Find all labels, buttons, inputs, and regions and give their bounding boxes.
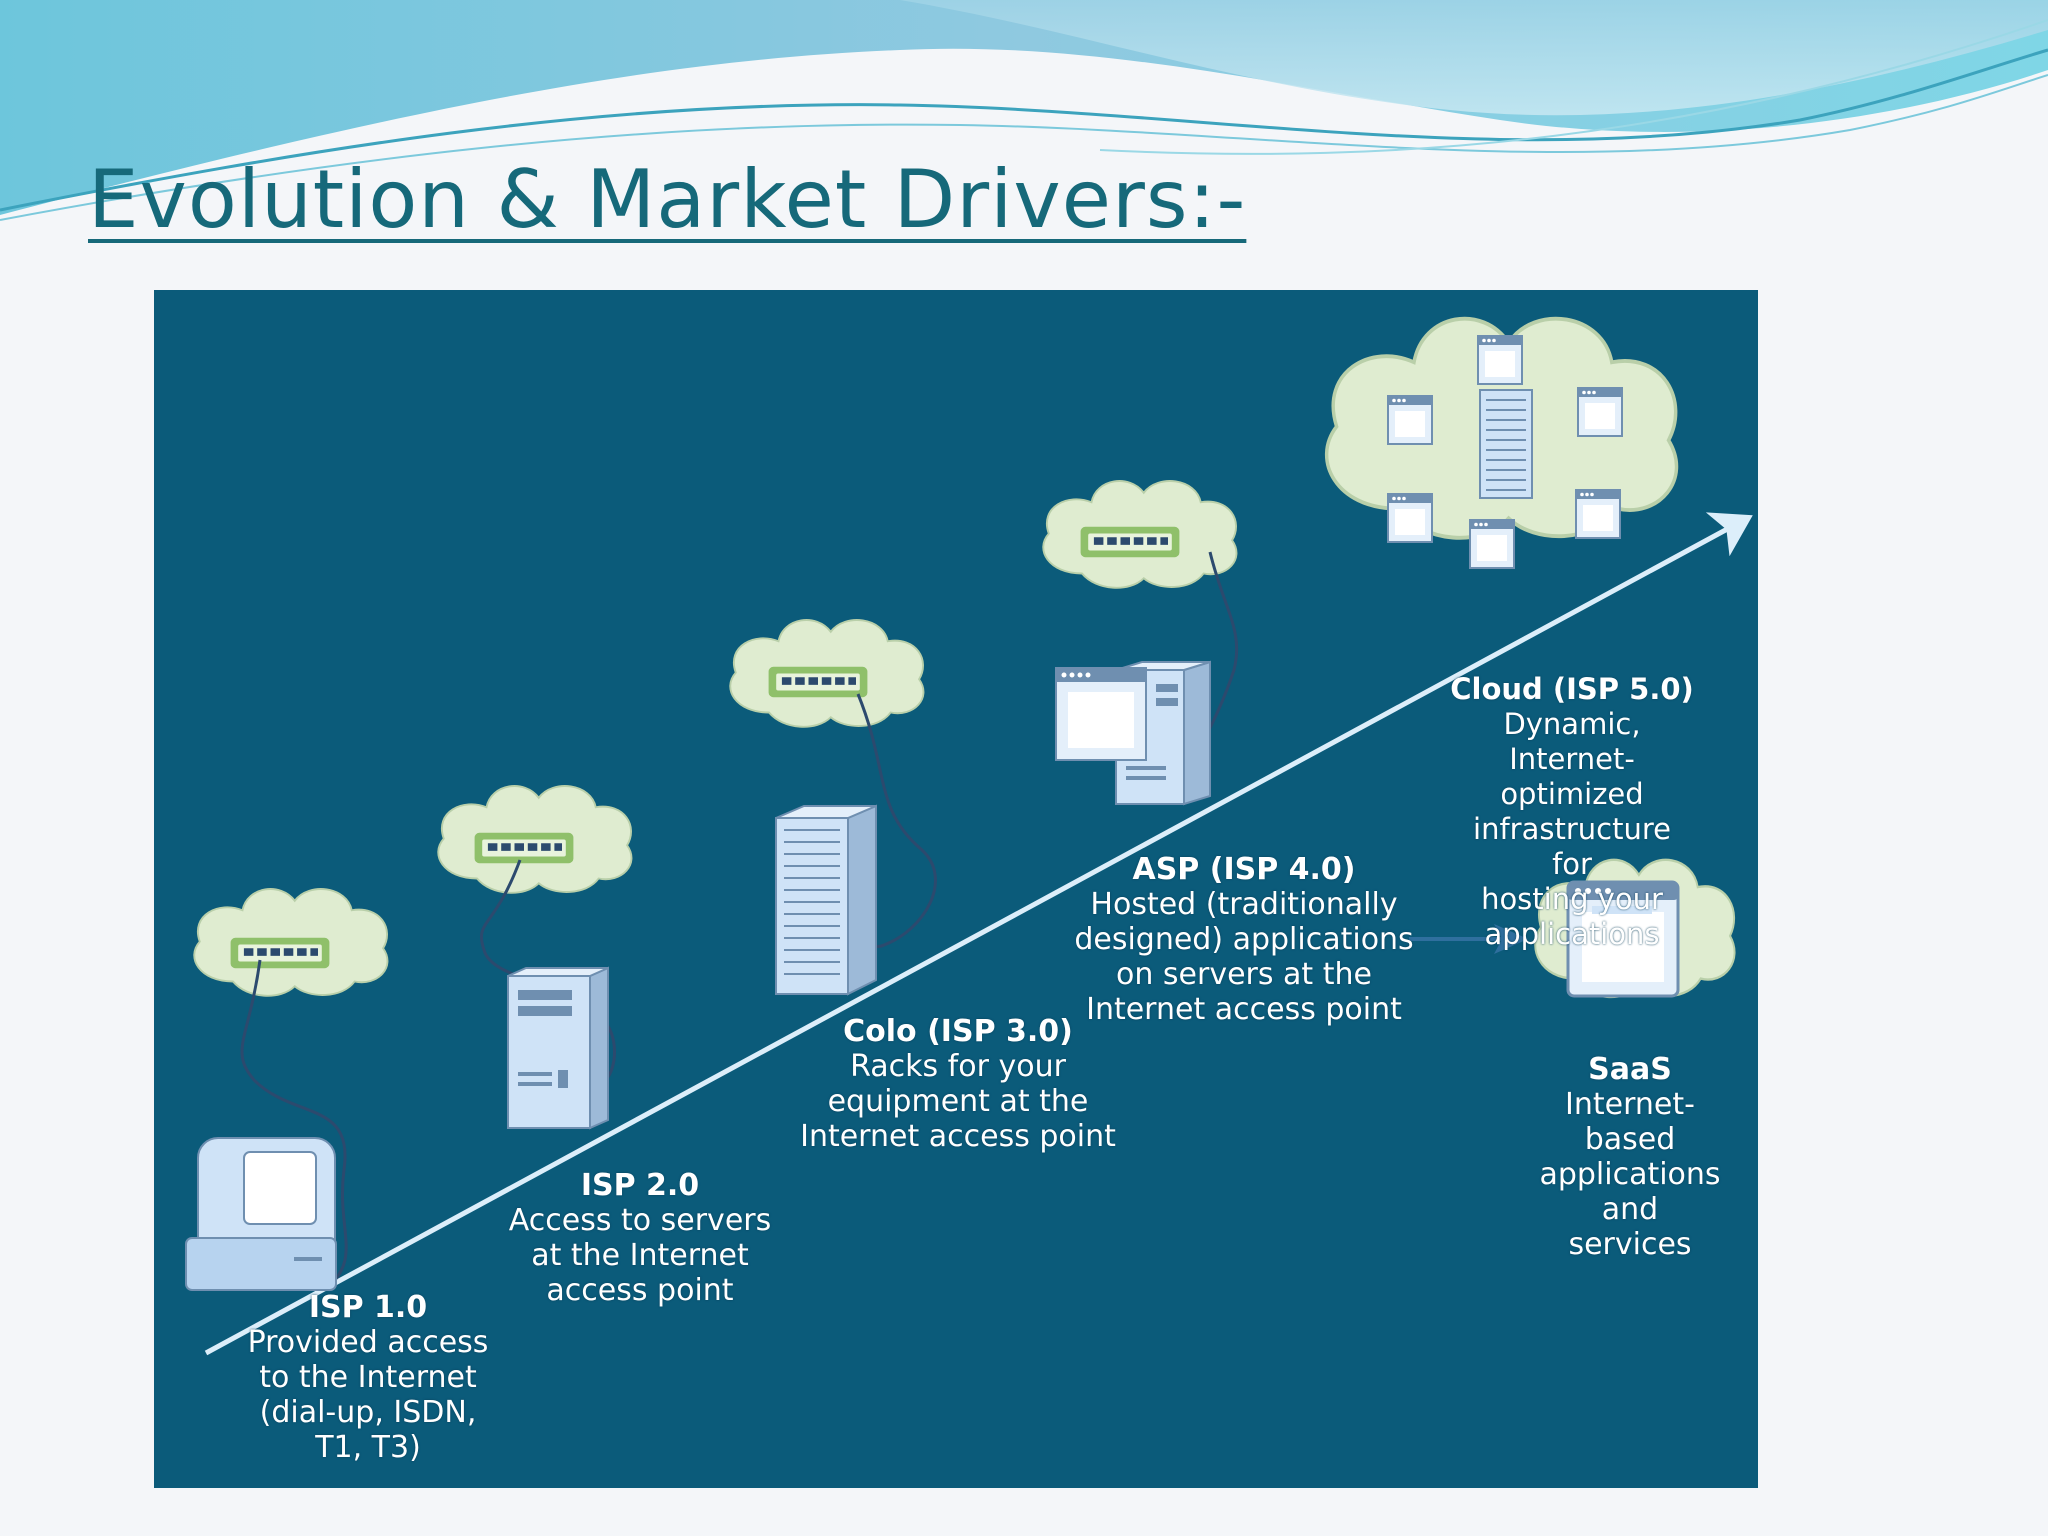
application-window-icon [1469, 519, 1515, 569]
stage-label-cloud: Cloud (ISP 5.0) Dynamic, Internet- optim… [1450, 672, 1694, 952]
cloud-datacenter-icon [1324, 316, 1679, 569]
application-window-icon [1577, 387, 1623, 437]
rack-server-icon [1479, 389, 1533, 499]
application-window-icon [1477, 335, 1523, 385]
network-switch-icon [474, 832, 574, 864]
stage-title: Cloud (ISP 5.0) [1450, 672, 1694, 706]
server-rack-icon [775, 804, 877, 996]
application-window-icon [1575, 489, 1621, 539]
stage-title: ISP 1.0 [308, 1290, 428, 1325]
evolution-diagram: ISP 1.0 Provided access to the Internet … [154, 290, 1758, 1488]
network-switch-icon [1080, 526, 1180, 558]
stage-title: SaaS [1588, 1052, 1672, 1087]
desktop-computer-icon [185, 1137, 337, 1291]
network-switch-icon [230, 937, 330, 969]
stage-label-isp2: ISP 2.0 Access to servers at the Interne… [509, 1168, 772, 1308]
stage-description: Access to servers at the Internet access… [508, 1203, 772, 1308]
evolution-arrow [204, 512, 1753, 1356]
stage-description: Provided access to the Internet (dial-up… [247, 1325, 489, 1465]
network-switch-icon [768, 666, 868, 698]
stage-description: Dynamic, Internet- optimized infrastruct… [1473, 707, 1671, 951]
stage-description: Internet-based applications and services [1539, 1087, 1721, 1262]
diagram-graphics [154, 290, 1758, 1488]
stage-description: Hosted (traditionally designed) applicat… [1074, 887, 1414, 1027]
stage-title: Colo (ISP 3.0) [843, 1014, 1073, 1049]
stage-label-saas: SaaS Internet-based applications and ser… [1539, 1052, 1720, 1262]
saas-arrow-head [1494, 924, 1528, 954]
application-server-icon [1055, 660, 1211, 806]
stage-description: Racks for your equipment at the Internet… [800, 1049, 1116, 1154]
slide-title: Evolution & Market Drivers:- [88, 153, 1247, 246]
stage-label-isp1: ISP 1.0 Provided access to the Internet … [248, 1290, 489, 1465]
stage-title: ISP 2.0 [580, 1168, 700, 1203]
stage-label-asp: ASP (ISP 4.0) Hosted (traditionally desi… [1074, 852, 1413, 1027]
tower-server-icon [507, 966, 609, 1130]
stage-label-colo: Colo (ISP 3.0) Racks for your equipment … [800, 1014, 1116, 1154]
application-window-icon [1387, 493, 1433, 543]
saas-window-icon [1534, 858, 1736, 999]
application-window-icon [1387, 395, 1433, 445]
stage-title: ASP (ISP 4.0) [1132, 852, 1356, 887]
